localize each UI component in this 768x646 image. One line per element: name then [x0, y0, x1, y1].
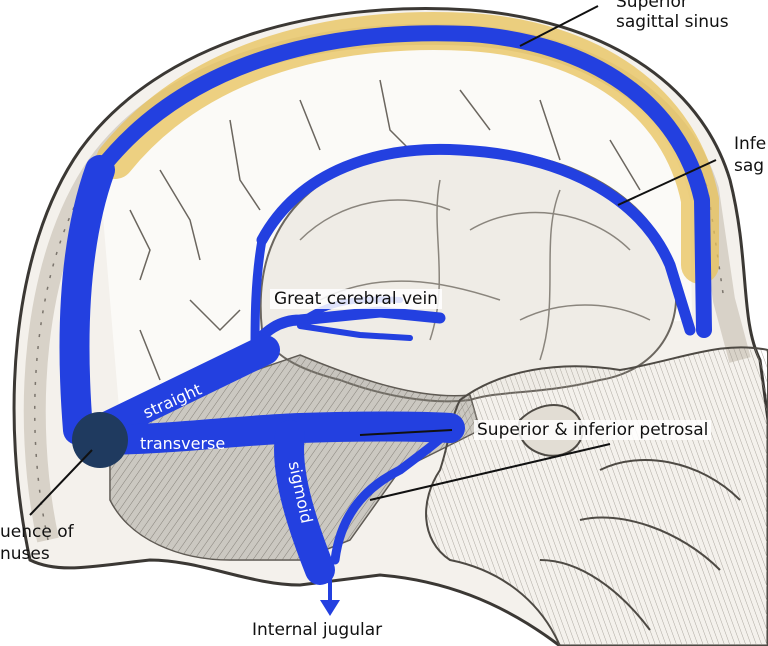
sinus-network [59, 25, 712, 585]
sigmoid-sinus [274, 420, 335, 585]
arrow-down-icon [320, 600, 340, 616]
label-transverse: transverse [140, 434, 226, 453]
label-superior-sagittal-line1: Superior [616, 0, 688, 12]
label-great-cerebral-vein: Great cerebral vein [270, 289, 442, 309]
posterior-sinus [59, 155, 115, 445]
label-confluence-line1: uence of [0, 522, 74, 542]
label-petrosal: Superior & inferior petrosal [474, 420, 712, 440]
label-superior-sagittal-line2: sagittal sinus [616, 12, 729, 32]
straight-sinus [85, 335, 280, 445]
label-internal-jugular: Internal jugular [252, 620, 383, 640]
label-inferior-sagittal-line1: Infe [734, 134, 767, 154]
petrosal-sinus [330, 425, 455, 565]
petrous-bone [425, 346, 768, 646]
superior-sagittal-sinus [92, 25, 712, 338]
inferior-sagittal-sinus [256, 143, 696, 336]
label-inferior-sagittal-line2: sag [734, 156, 765, 176]
label-confluence-line2: nuses [0, 544, 50, 564]
confluence-dot [72, 412, 128, 468]
